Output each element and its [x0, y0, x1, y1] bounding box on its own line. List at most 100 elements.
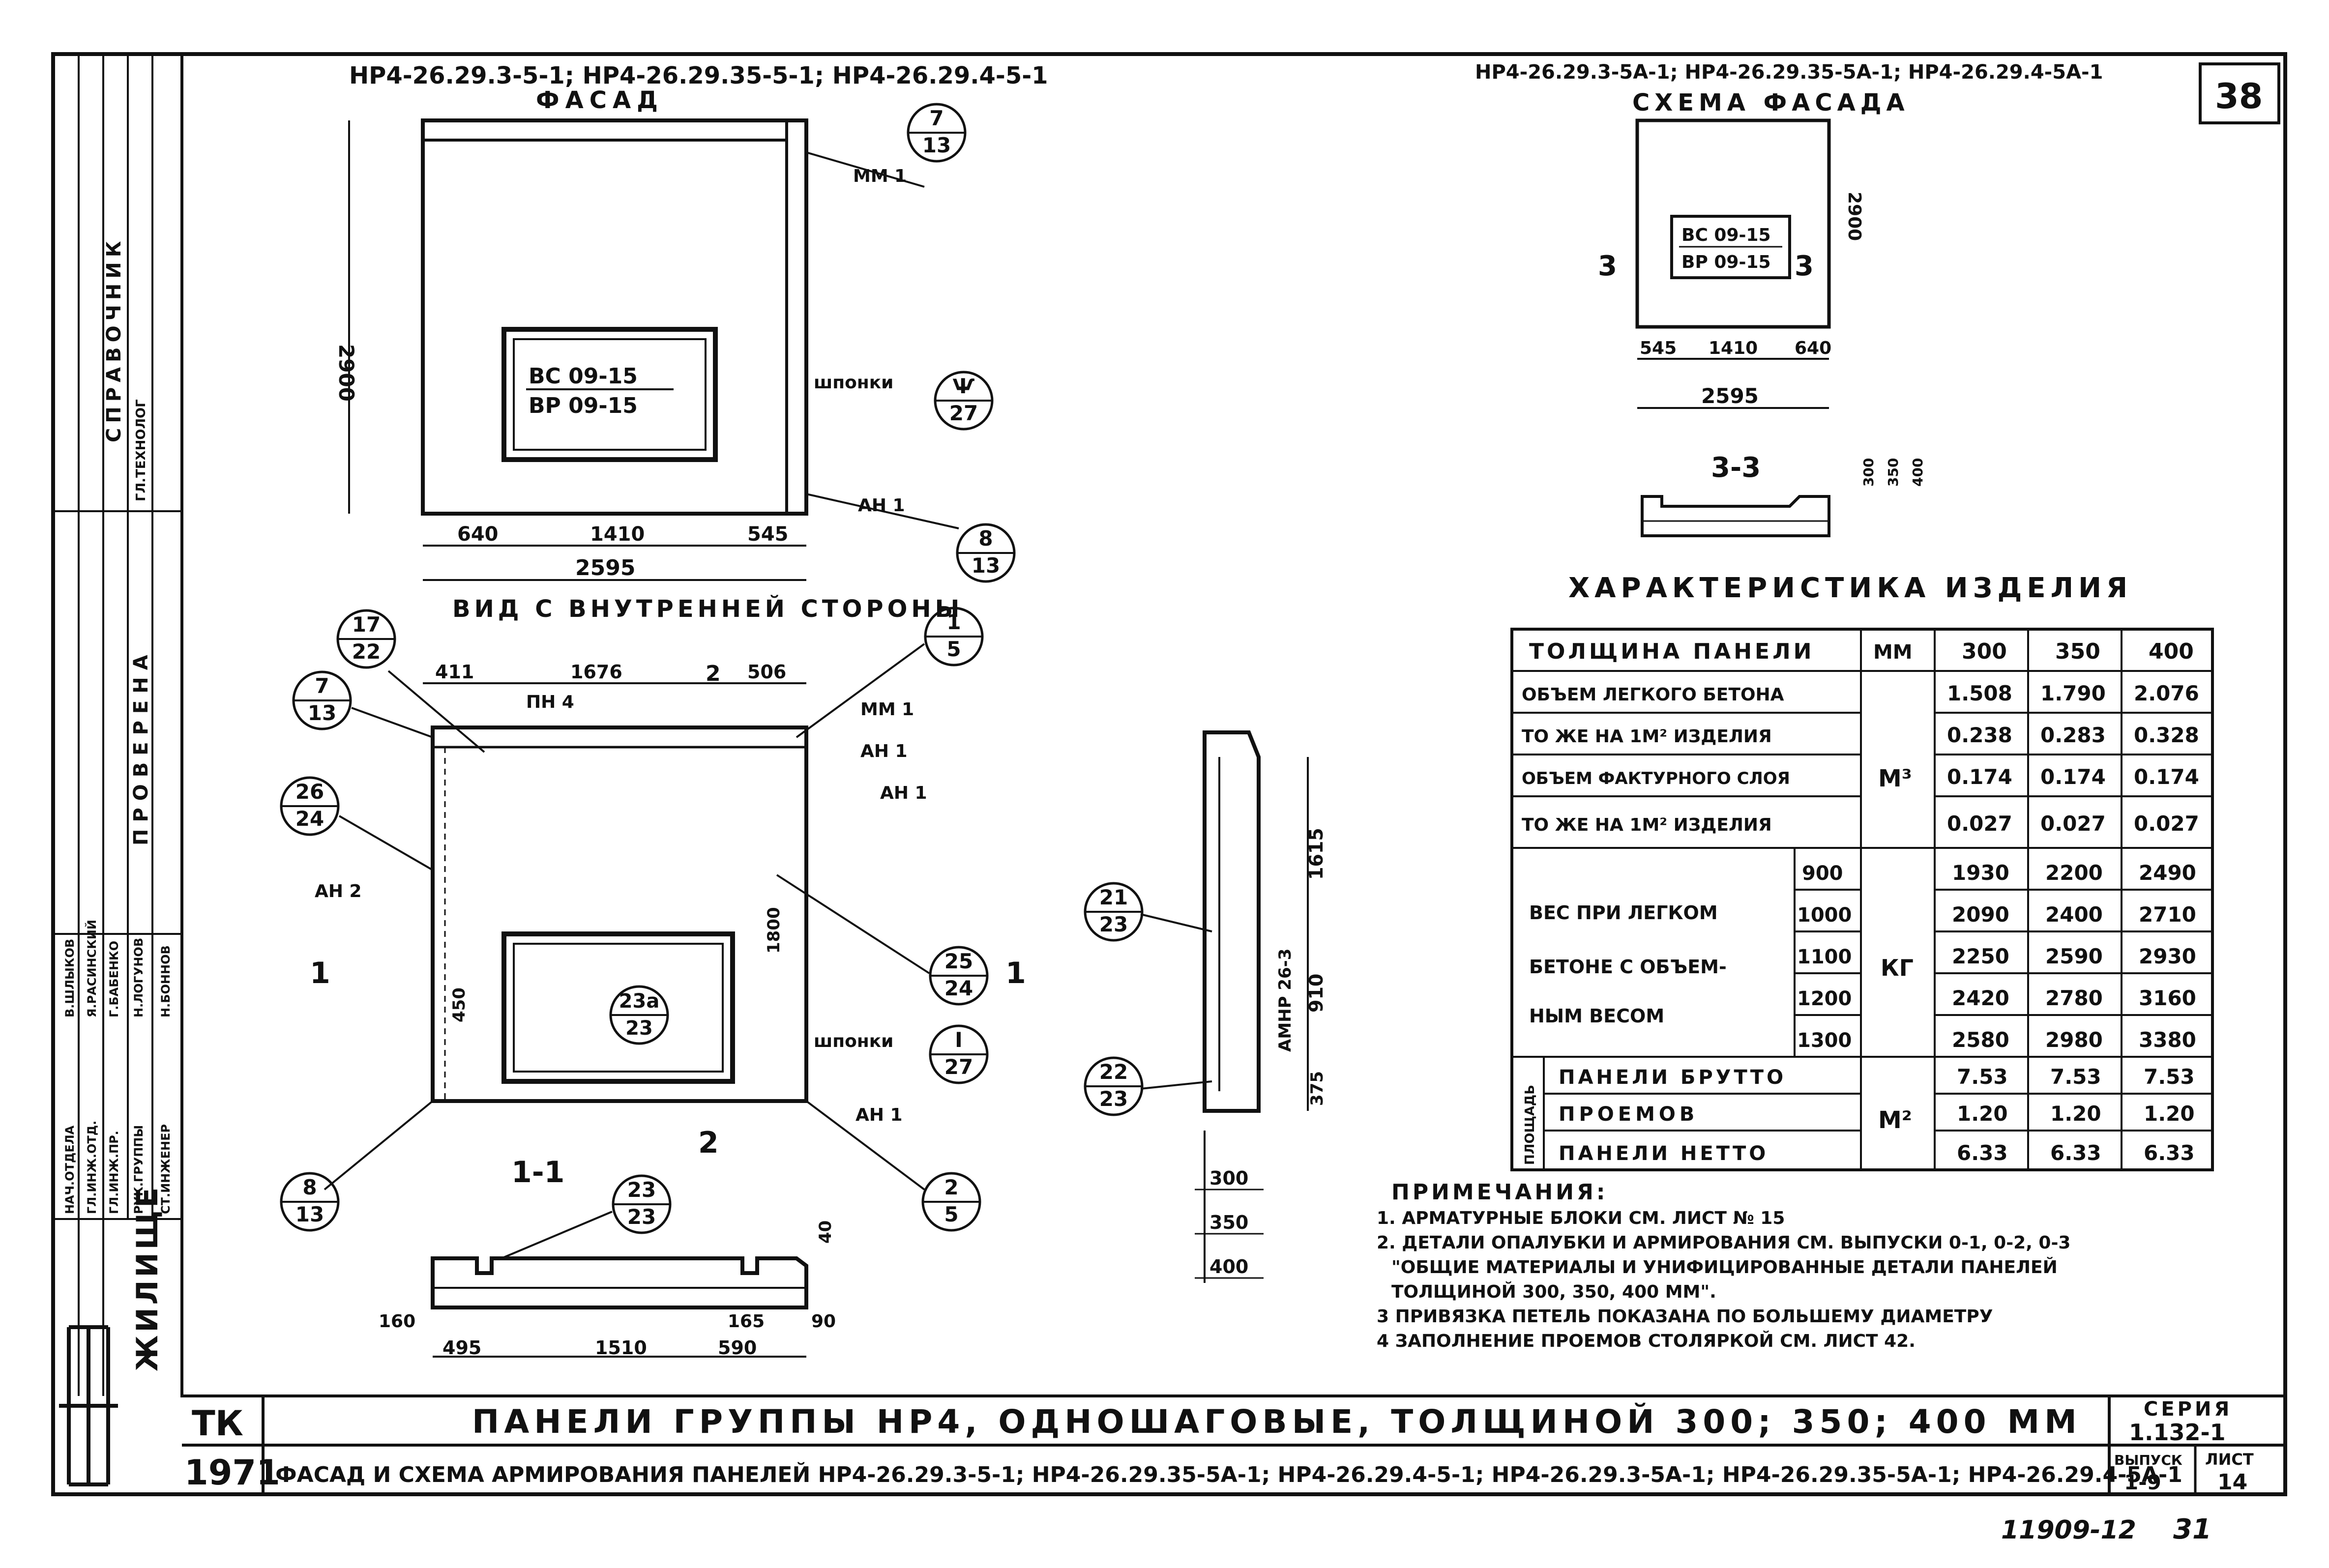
scheme-section-right: 3	[1795, 250, 1814, 282]
char-row: ОБЪЕМ ЛЕГКОГО БЕТОНА 1.508 1.790 2.076	[1522, 681, 2199, 705]
callout-bottom: 13	[308, 701, 336, 725]
area-label: ПАНЕЛИ НЕТТО	[1559, 1142, 1769, 1165]
note-line: "ОБЩИЕ МАТЕРИАЛЫ И УНИФИЦИРОВАННЫЕ ДЕТАЛ…	[1391, 1257, 2058, 1278]
char-area-group: ПЛОЩАДЬ	[1523, 1085, 1537, 1165]
stamp-role: СТ.ИНЖЕНЕР	[159, 1124, 173, 1214]
side-dim-375: 375	[1307, 1071, 1327, 1106]
callout-top: 7	[929, 106, 943, 130]
section-1-1-profile	[431, 1256, 808, 1309]
inner-dim-411: 411	[435, 661, 474, 683]
footer-page: 31	[2173, 1513, 2211, 1545]
stamp-role: ГЛ.ИНЖ.ОТД.	[85, 1121, 99, 1214]
facade-block-bottom: ВР 09-15	[529, 393, 638, 418]
sheet-label: ЛИСТ	[2205, 1450, 2254, 1469]
scheme-section-left: 3	[1598, 250, 1617, 282]
callout-bottom: 5	[944, 1202, 958, 1226]
section-dim-590: 590	[718, 1337, 757, 1359]
inner-section-1-right: 1	[1005, 956, 1026, 990]
scheme-dim-640: 640	[1795, 338, 1831, 358]
callout-bottom: 27	[949, 401, 978, 425]
scheme-panel	[1635, 118, 1831, 329]
facade-height-dim: 2900	[334, 344, 358, 402]
title-sub: ФАСАД И СХЕМА АРМИРОВАНИЯ ПАНЕЛЕЙ НР4-26…	[275, 1461, 2182, 1487]
note-line: ТОЛЩИНОЙ 300, 350, 400 ММ".	[1391, 1281, 1716, 1302]
char-area-row: ПАНЕЛИ БРУТТО 7.53 7.53 7.53	[1559, 1065, 2195, 1089]
callout-bottom: 5	[946, 637, 961, 661]
char-weight-label-3: НЫМ ВЕСОМ	[1529, 1005, 1664, 1027]
area-value: 7.53	[1957, 1065, 2008, 1089]
callout-top: 21	[1099, 885, 1128, 909]
section-1-1-leader	[501, 1211, 613, 1259]
callout-top: 7	[315, 674, 329, 698]
section-dim-1510: 1510	[595, 1337, 647, 1359]
inner-callout-2-5: 2 5	[921, 1172, 981, 1232]
weight-value: 2590	[2045, 944, 2103, 968]
scheme-block-bottom: ВР 09-15	[1681, 252, 1771, 272]
inner-pn-label: ПН 4	[526, 692, 574, 712]
callout-top: 8	[302, 1175, 317, 1199]
area-value: 6.33	[2144, 1141, 2195, 1165]
char-area-unit: М²	[1878, 1106, 1912, 1134]
char-row-value: 0.174	[2040, 765, 2106, 789]
scheme-section-300: 300	[1860, 458, 1877, 487]
facade-view: ФАСАД ВС 09-15 ВР 09-15 2900 640 1410 54…	[334, 87, 1016, 583]
callout-top: 23	[627, 1178, 656, 1202]
facade-callout-8-13: 8 13	[956, 523, 1016, 583]
stamp-rows: НАЧ.ОТДЕЛА ГЛ.ИНЖ.ОТД. ГЛ.ИНЖ.ПР. РУК.ГР…	[63, 920, 173, 1214]
area-value: 6.33	[2050, 1141, 2101, 1165]
char-row-value: 0.328	[2134, 723, 2199, 747]
stamp-name: Н.ЛОГУНОВ	[132, 938, 146, 1017]
callout-top: 22	[1099, 1060, 1128, 1084]
weight-value: 2400	[2045, 902, 2103, 927]
char-row-value: 0.027	[2040, 812, 2106, 836]
series-value: 1.132-1	[2129, 1419, 2226, 1446]
callout-bottom: 13	[295, 1202, 324, 1226]
title-year: 1971	[184, 1452, 280, 1493]
issue-label: ВЫПУСК	[2114, 1452, 2182, 1468]
stamp-checked: ПРОВЕРЕНА	[130, 648, 152, 845]
note-line: 2. ДЕТАЛИ ОПАЛУБКИ И АРМИРОВАНИЯ СМ. ВЫП…	[1377, 1233, 2070, 1253]
char-row: ОБЪЕМ ФАКТУРНОГО СЛОЯ 0.174 0.174 0.174	[1522, 765, 2199, 789]
side-block-label: АМНР 26-3	[1275, 949, 1295, 1052]
char-header-400: 400	[2149, 639, 2194, 664]
inner-label-ah1: АН 1	[880, 783, 927, 803]
char-header-thickness: ТОЛЩИНА ПАНЕЛИ	[1529, 639, 1814, 664]
side-dim-910: 910	[1305, 974, 1327, 1013]
section-1-1-title: 1-1	[511, 1155, 564, 1190]
notes-title: ПРИМЕЧАНИЯ:	[1391, 1180, 1608, 1205]
side-thickness-350: 350	[1209, 1212, 1248, 1233]
callout-top: 1	[946, 610, 961, 634]
callout-top: 25	[944, 949, 973, 973]
weight-density: 900	[1802, 862, 1843, 885]
area-value: 6.33	[1957, 1141, 2008, 1165]
weight-value: 2930	[2139, 944, 2196, 968]
weight-density: 1300	[1797, 1029, 1852, 1052]
callout-top: 23а	[619, 990, 660, 1013]
facade-dim-545: 545	[747, 523, 789, 546]
area-label: ПАНЕЛИ БРУТТО	[1559, 1066, 1786, 1089]
char-row-value: 0.027	[2134, 812, 2199, 836]
weight-value: 2980	[2045, 1028, 2103, 1052]
char-weight-row: 1300 2580 2980 3380	[1797, 1028, 2196, 1052]
weight-value: 2780	[2045, 986, 2103, 1010]
callout-bottom: 13	[972, 553, 1000, 578]
char-area-row: ПАНЕЛИ НЕТТО 6.33 6.33 6.33	[1559, 1141, 2195, 1165]
inner-callout-7-13: 7 13	[292, 670, 352, 730]
facade-window	[501, 327, 718, 462]
area-label: ПРОЕМОВ	[1559, 1103, 1698, 1126]
series-label: СЕРИЯ	[2144, 1398, 2232, 1421]
scheme-dim-1410: 1410	[1709, 338, 1758, 358]
inner-callout-keys-27: I 27	[929, 1024, 989, 1084]
footer-code: 11909-12	[2001, 1515, 2136, 1545]
section-dim-side: 40	[816, 1220, 835, 1244]
facade-callout-7-13: 7 13	[907, 103, 967, 163]
callout-top: Ѱ	[952, 374, 974, 398]
stamp-name: Г.БАБЕНКО	[107, 941, 121, 1017]
inner-leader-25	[776, 874, 930, 974]
org-logo	[59, 1325, 118, 1486]
char-weight-row: 1000 2090 2400 2710	[1797, 902, 2196, 927]
inner-callout-26-24: 26 24	[280, 776, 340, 836]
facade-block-top: ВС 09-15	[529, 364, 638, 389]
facade-panel	[421, 118, 808, 516]
